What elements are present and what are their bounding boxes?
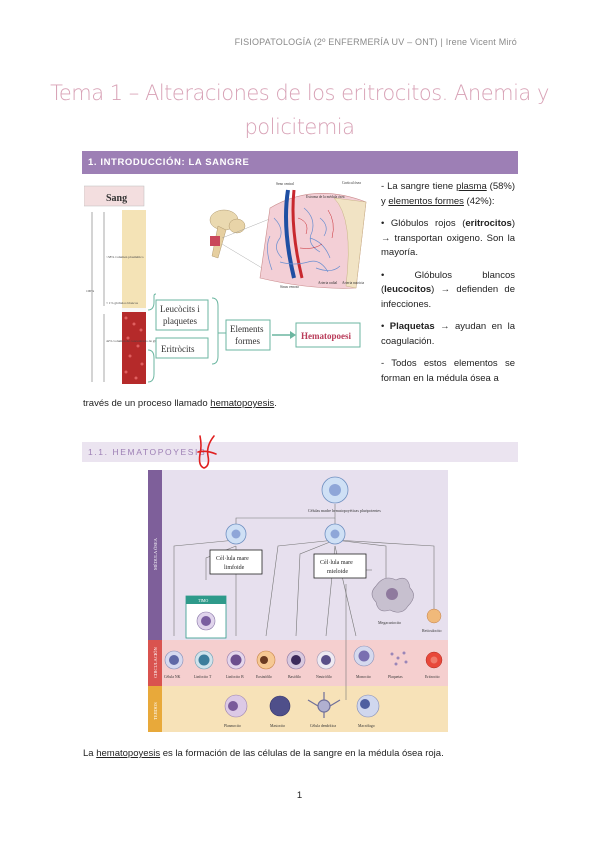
sinus-label: Sinus venoso xyxy=(280,285,299,289)
plaquetes-label: plaquetes xyxy=(163,316,197,326)
pct-1: < 1% glóbulos blancos xyxy=(106,301,139,305)
cortical-label: Cortical ósea xyxy=(342,181,361,185)
elements-label: Elements xyxy=(230,324,264,334)
timo-label: TIMO xyxy=(198,598,208,603)
tejidos-band: TEJIDOS xyxy=(153,702,158,720)
figure-caption: La hematopoyesis es la formación de las … xyxy=(83,748,444,759)
formes-label: formes xyxy=(235,336,260,346)
intro-continuation: través de un proceso llamado hematopoyes… xyxy=(83,398,277,409)
pct-100: 100% xyxy=(86,289,94,293)
megacariocito-label: Megacariocito xyxy=(378,620,401,625)
medula-band: MÉDULA ÓSEA xyxy=(153,537,158,570)
leucocits-label: Leucòcits i xyxy=(160,304,200,314)
title-line-1: Tema 1 – Alteraciones de los eritrocitos… xyxy=(50,81,549,105)
cell-label-0: Célula NK xyxy=(164,675,181,679)
intro-p1: - La sangre tiene plasma (58%) y element… xyxy=(381,181,516,207)
section-heading-intro: 1. INTRODUCCIÓN: LA SANGRE xyxy=(82,151,518,174)
stem-label: Células madre hematopoyéticas pluripoten… xyxy=(308,508,381,513)
cell-label-6: Monocito xyxy=(356,675,371,679)
tissue-label-3: Macrófago xyxy=(358,724,375,728)
estroma-label: Estroma de la médula ósea xyxy=(306,195,345,199)
limfoide-label-1: Cèl·lula mare xyxy=(216,556,249,562)
femur-illustration xyxy=(209,209,273,275)
pct-42: 42% volumen de concentrado de glóbulos r… xyxy=(106,339,173,343)
page-title: Tema 1 – Alteraciones de los eritrocitos… xyxy=(0,76,599,144)
mieloide-label-1: Cèl·lula mare xyxy=(320,560,353,566)
bone-marrow-illustration: Seno central Cortical ósea Estroma de la… xyxy=(259,181,367,289)
sang-label: Sang xyxy=(106,193,127,204)
hematopoesi-label: Hematopoesi xyxy=(301,331,351,341)
mieloide-label-2: mieloide xyxy=(327,569,348,575)
megacariocito-cell xyxy=(371,577,414,613)
running-header: FISIOPATOLOGÍA (2º ENFERMERÍA UV – ONT) … xyxy=(234,37,517,47)
handwritten-mark-icon xyxy=(197,435,217,469)
intro-p5: - Todos estos elementos se forman en la … xyxy=(381,358,515,384)
reticulocito-label: Reticulocito xyxy=(422,628,442,633)
blood-composition-figure: Sang 100% ~58% volumen plasmático < 1% g… xyxy=(83,178,374,388)
cell-label-5: Neutrófilo xyxy=(316,675,332,679)
cell-label-3: Eosinófilo xyxy=(256,675,272,679)
arteria-nutricia-label: Arteria nutricia xyxy=(342,281,364,285)
intro-text: - La sangre tiene plasma (58%) y element… xyxy=(381,180,515,394)
arteria-radial-label: Arteria radial xyxy=(318,281,337,285)
seno-label: Seno central xyxy=(276,182,294,186)
hematopoiesis-diagram: MÉDULA ÓSEA CIRCULACIÓN TEJIDOS Células … xyxy=(148,470,448,732)
title-line-2: policitemia xyxy=(244,115,355,139)
tissue-label-0: Plasmocito xyxy=(224,724,241,728)
limfoide-label-2: limfoide xyxy=(224,564,245,571)
cell-label-8: Eritrocito xyxy=(425,675,440,679)
cell-label-1: Linfocito T xyxy=(194,675,212,679)
cell-label-2: Linfocito B xyxy=(226,675,244,679)
tissue-label-1: Mastocito xyxy=(270,724,285,728)
intro-p2: • Glóbulos rojos (eritrocitos) → transpo… xyxy=(381,218,515,258)
tissue-label-2: Célula dendrítica xyxy=(310,724,336,728)
section-heading-hematopoyesis: 1.1. HEMATOPOYESIS xyxy=(82,442,518,462)
eritrocits-label: Eritròcits xyxy=(161,344,195,354)
intro-p3: • Glóbulos blancos (leucocitos) → defien… xyxy=(381,269,515,310)
intro-p4: • Plaquetas → ayudan en la coagulación. xyxy=(381,321,516,347)
cell-label-4: Basófilo xyxy=(288,675,301,679)
page-number: 1 xyxy=(296,790,303,801)
circulacion-band: CIRCULACIÓN xyxy=(153,646,158,678)
pct-58: ~58% volumen plasmático xyxy=(106,255,144,259)
cell-label-7: Plaquetas xyxy=(388,675,403,679)
